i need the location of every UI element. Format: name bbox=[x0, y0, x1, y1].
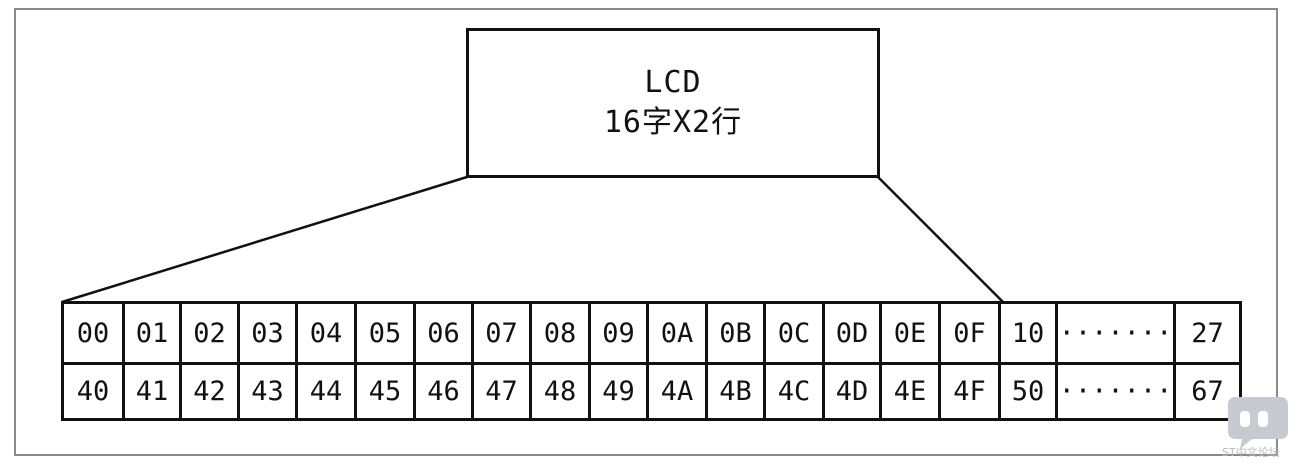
lcd-box: LCD 16字X2行 bbox=[466, 28, 880, 178]
ddram-cell: 50 bbox=[1001, 362, 1058, 420]
ddram-cell: 4E bbox=[882, 362, 941, 420]
ddram-cell: 00 bbox=[64, 304, 125, 362]
ddram-cell: 45 bbox=[357, 362, 416, 420]
ddram-cell: 48 bbox=[532, 362, 591, 420]
ddram-cell: 47 bbox=[474, 362, 532, 420]
ddram-cell: 05 bbox=[357, 304, 416, 362]
ddram-cell: 10 bbox=[1001, 304, 1058, 362]
ddram-cell: 49 bbox=[591, 362, 649, 420]
ddram-cell: 0F bbox=[941, 304, 1001, 362]
ddram-cell: 44 bbox=[298, 362, 357, 420]
watermark-text: ST中文论坛 bbox=[1222, 446, 1280, 459]
lcd-title: LCD bbox=[644, 65, 702, 100]
lcd-size: 16字X2行 bbox=[603, 105, 743, 140]
ddram-cell: 4B bbox=[708, 362, 766, 420]
ddram-cell: 27 bbox=[1191, 317, 1224, 349]
ddram-cell: ······· bbox=[1058, 362, 1176, 420]
ddram-cell: 08 bbox=[532, 304, 591, 362]
forum-logo-icon bbox=[1228, 397, 1288, 449]
ddram-cell: 02 bbox=[182, 304, 240, 362]
ddram-cell: 43 bbox=[240, 362, 298, 420]
ddram-cell: 01 bbox=[125, 304, 182, 362]
ddram-cell: 0E bbox=[882, 304, 941, 362]
ddram-cell: 40 bbox=[64, 362, 125, 420]
ddram-cell: 4C bbox=[766, 362, 825, 420]
ddram-cell: 4F bbox=[941, 362, 1001, 420]
ddram-cell: 4D bbox=[825, 362, 882, 420]
ddram-cell: 42 bbox=[182, 362, 240, 420]
ddram-cell: 09 bbox=[591, 304, 649, 362]
ddram-cell: 41 bbox=[125, 362, 182, 420]
ddram-cell: 46 bbox=[416, 362, 474, 420]
connector-left bbox=[61, 175, 468, 304]
ddram-cell: 03 bbox=[240, 304, 298, 362]
ddram-cell: 04 bbox=[298, 304, 357, 362]
ddram-cell: 0C bbox=[766, 304, 825, 362]
ddram-cell: 07 bbox=[474, 304, 532, 362]
ddram-cell: 06 bbox=[416, 304, 474, 362]
ddram-cell: 4A bbox=[649, 362, 708, 420]
connector-right bbox=[877, 176, 1004, 303]
ddram-cell: 0D bbox=[825, 304, 882, 362]
ddram-cell: 0A bbox=[649, 304, 708, 362]
ddram-cell: ······· bbox=[1058, 304, 1176, 362]
ddram-cell: 0B bbox=[708, 304, 766, 362]
ddram-cell: 67 bbox=[1191, 375, 1224, 407]
